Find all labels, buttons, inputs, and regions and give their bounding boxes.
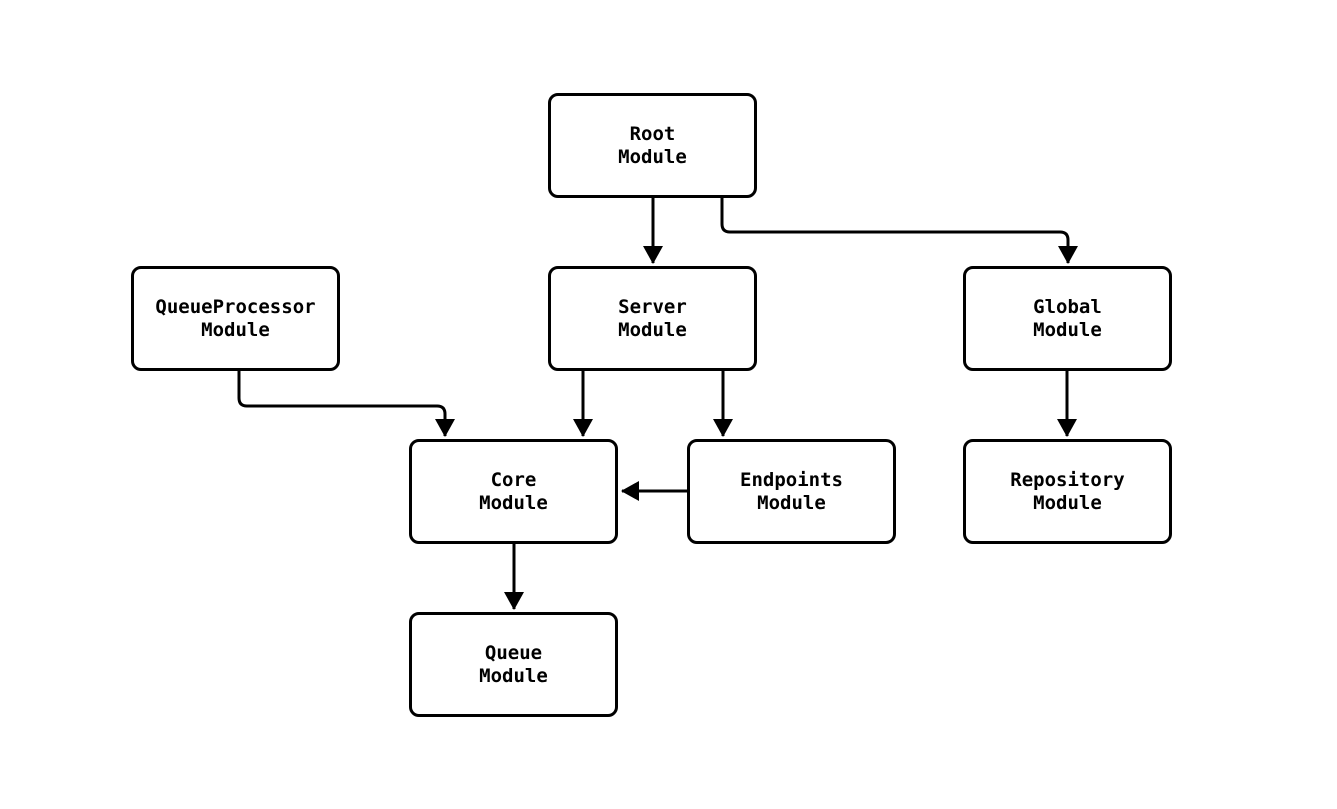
node-queueprocessor-module-label: QueueProcessor Module bbox=[155, 295, 316, 341]
node-core-module: Core Module bbox=[409, 439, 618, 544]
node-queue-module: Queue Module bbox=[409, 612, 618, 717]
node-core-module-label: Core Module bbox=[479, 468, 548, 514]
node-queue-module-label: Queue Module bbox=[479, 641, 548, 687]
node-queueprocessor-module: QueueProcessor Module bbox=[131, 266, 340, 371]
edge-queueprocessor-module-to-core-module bbox=[237, 371, 455, 437]
node-server-module: Server Module bbox=[548, 266, 757, 371]
node-repository-module: Repository Module bbox=[963, 439, 1172, 544]
node-repository-module-label: Repository Module bbox=[1010, 468, 1125, 514]
node-server-module-label: Server Module bbox=[618, 295, 687, 341]
node-global-module-label: Global Module bbox=[1033, 295, 1102, 341]
node-root-module: Root Module bbox=[548, 93, 757, 198]
node-root-module-label: Root Module bbox=[618, 122, 687, 168]
node-global-module: Global Module bbox=[963, 266, 1172, 371]
node-endpoints-module-label: Endpoints Module bbox=[740, 468, 843, 514]
node-endpoints-module: Endpoints Module bbox=[687, 439, 896, 544]
edge-root-module-to-global-module bbox=[720, 198, 1078, 264]
